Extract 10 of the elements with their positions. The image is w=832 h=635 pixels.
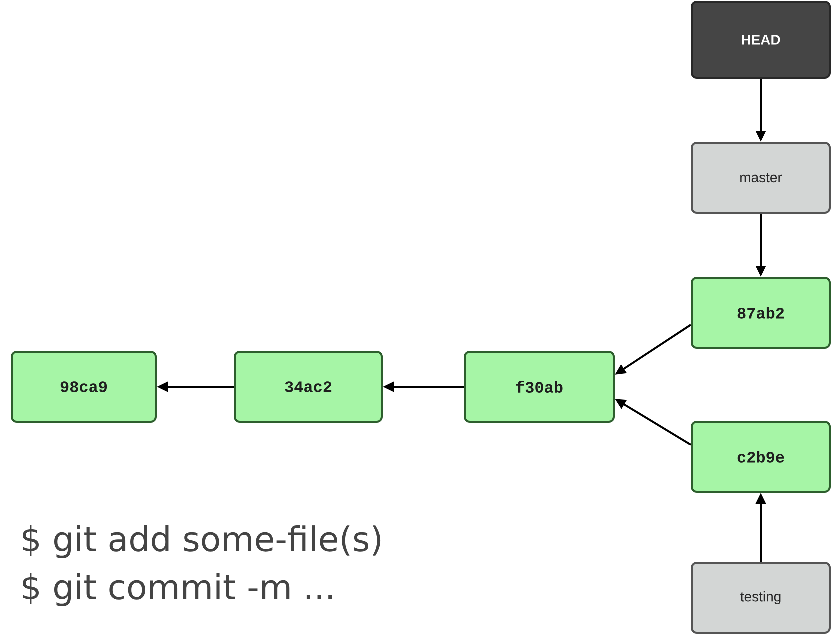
branch-box: master [691,142,831,214]
commit-box: 98ca9 [11,351,157,423]
commit-box: 87ab2 [691,277,831,349]
head-pointer-box: HEAD [691,1,831,79]
command-line: $ git commit -m ... [23,574,332,606]
branch-box: testing [691,562,831,634]
command-line: $ git add some-file(s) [23,526,381,558]
commit-box: c2b9e [691,421,831,493]
commit-box: f30ab [464,351,615,423]
commit-box: 34ac2 [234,351,383,423]
